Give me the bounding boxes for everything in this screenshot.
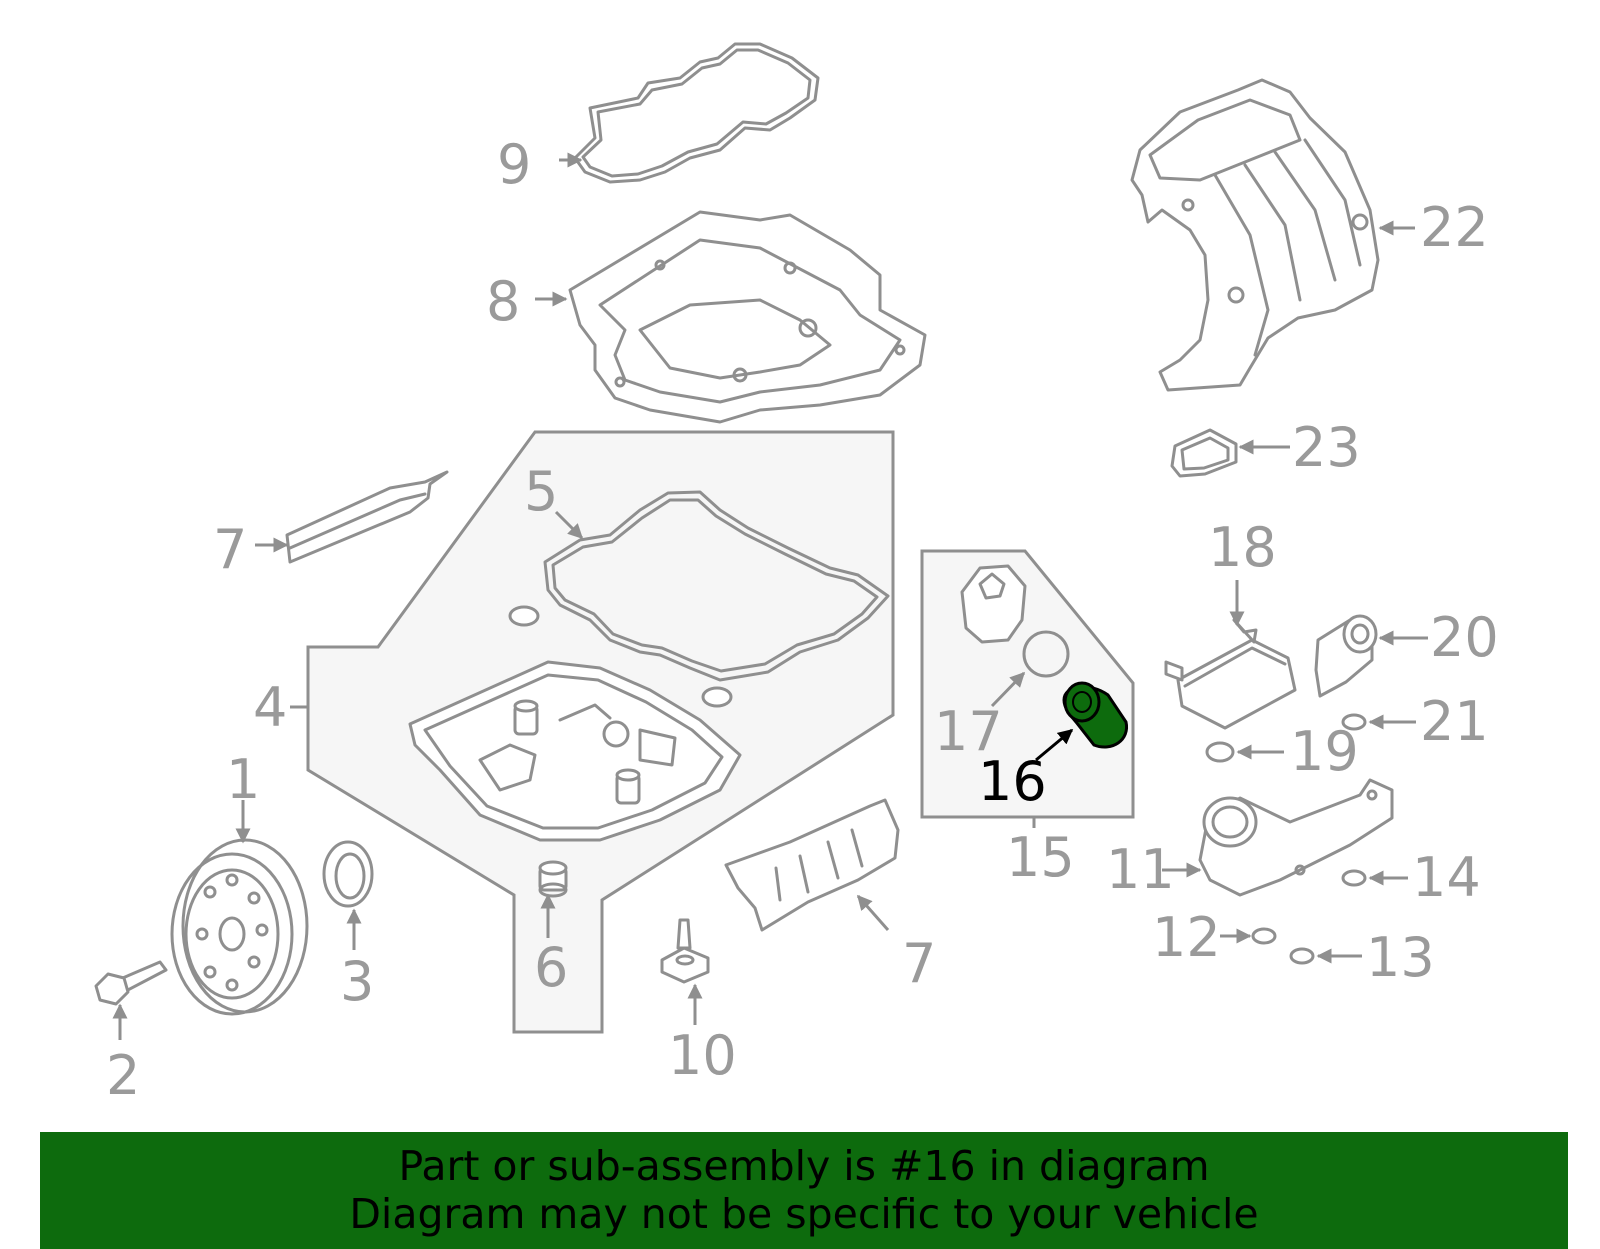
intake-manifold-part-22 [1130,78,1380,392]
seal-part-3 [322,840,374,908]
plug-icon [701,686,733,708]
o-ring-part-19 [1205,741,1235,763]
bolt-part-2 [94,960,168,1006]
bracket-part-7-upper [285,470,449,564]
callout-1: 1 [226,748,260,811]
callout-16[interactable]: 16 [978,750,1047,813]
valve-part-20 [1314,614,1378,698]
callout-2: 2 [106,1044,140,1107]
callout-23: 23 [1292,416,1361,479]
o-ring-part-14 [1341,869,1367,887]
callout-10: 10 [668,1024,737,1087]
o-ring-part-12 [1251,927,1277,945]
gasket-part-23 [1170,428,1238,478]
gasket-part-5 [543,490,890,682]
callout-7-upper: 7 [213,518,247,581]
oil-filter-part-16[interactable] [1062,681,1129,749]
lower-oil-pan-part-4 [408,660,742,842]
callout-6: 6 [534,936,568,999]
heat-shield-part-7-lower [724,798,900,932]
callout-5: 5 [524,460,558,523]
gasket-part-9 [573,42,820,184]
o-ring-part-21 [1341,713,1367,731]
callout-8: 8 [486,270,520,333]
callout-20: 20 [1430,606,1499,669]
callout-4: 4 [253,676,287,739]
filter-cap-part-17 [960,564,1070,678]
drain-plug-part-6 [538,860,568,898]
callout-13: 13 [1366,926,1435,989]
banner-line-2: Diagram may not be specific to your vehi… [349,1190,1259,1238]
callout-21: 21 [1420,690,1489,753]
pulley-part-1 [170,838,309,1016]
callout-22: 22 [1420,196,1489,259]
callout-3: 3 [340,950,374,1013]
callout-18: 18 [1208,516,1277,579]
o-ring-icon [1022,630,1070,678]
callout-7-lower: 7 [902,932,936,995]
callout-12: 12 [1152,906,1221,969]
sensor-part-10 [660,918,710,984]
info-banner: Part or sub-assembly is #16 in diagram D… [40,1132,1568,1249]
oil-cooler-part-18 [1164,618,1297,730]
callout-9: 9 [497,133,531,196]
callout-17: 17 [934,700,1003,763]
callout-19: 19 [1290,720,1359,783]
filter-housing-part-11 [1198,778,1394,897]
callout-14: 14 [1412,846,1481,909]
callout-15: 15 [1006,826,1075,889]
plug-icon [508,605,540,627]
upper-oil-pan-part-8 [568,210,927,424]
callout-11: 11 [1106,838,1175,901]
o-ring-part-13 [1289,947,1315,965]
banner-line-1: Part or sub-assembly is #16 in diagram [398,1142,1210,1190]
parts-diagram: 9 8 22 23 5 7 4 1 2 3 6 10 7 15 17 16 18… [94,42,1499,1107]
